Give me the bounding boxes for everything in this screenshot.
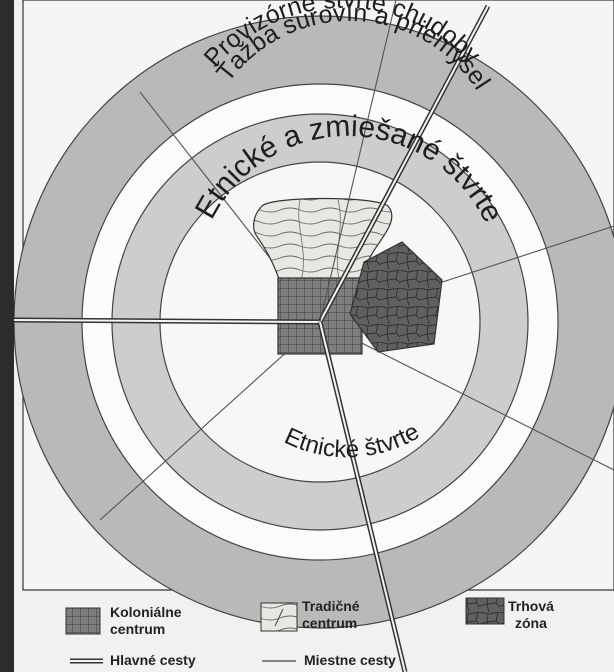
colonial-legend-line1: Koloniálne <box>110 604 182 620</box>
traditional-legend-line2: centrum <box>302 615 358 631</box>
traditional-legend-label: Tradičné centrum <box>302 598 360 632</box>
market-legend-line1: Trhová <box>508 598 554 614</box>
main-roads-legend-label: Hlavné cesty <box>110 652 196 668</box>
market-legend-label: Trhová zóna <box>508 598 554 632</box>
local-roads-legend-label: Miestne cesty <box>304 652 396 668</box>
colonial-legend-line2: centrum <box>110 621 166 637</box>
market-legend-swatch <box>465 597 505 625</box>
market-zone <box>349 241 443 353</box>
north-local-road <box>319 0 397 323</box>
colonial-legend-swatch <box>65 607 101 635</box>
traditional-legend-line1: Tradičné <box>302 598 360 614</box>
market-legend-line2: zóna <box>515 615 547 631</box>
colonial-center <box>277 277 363 355</box>
colonial-legend-label: Koloniálne centrum <box>110 604 182 638</box>
